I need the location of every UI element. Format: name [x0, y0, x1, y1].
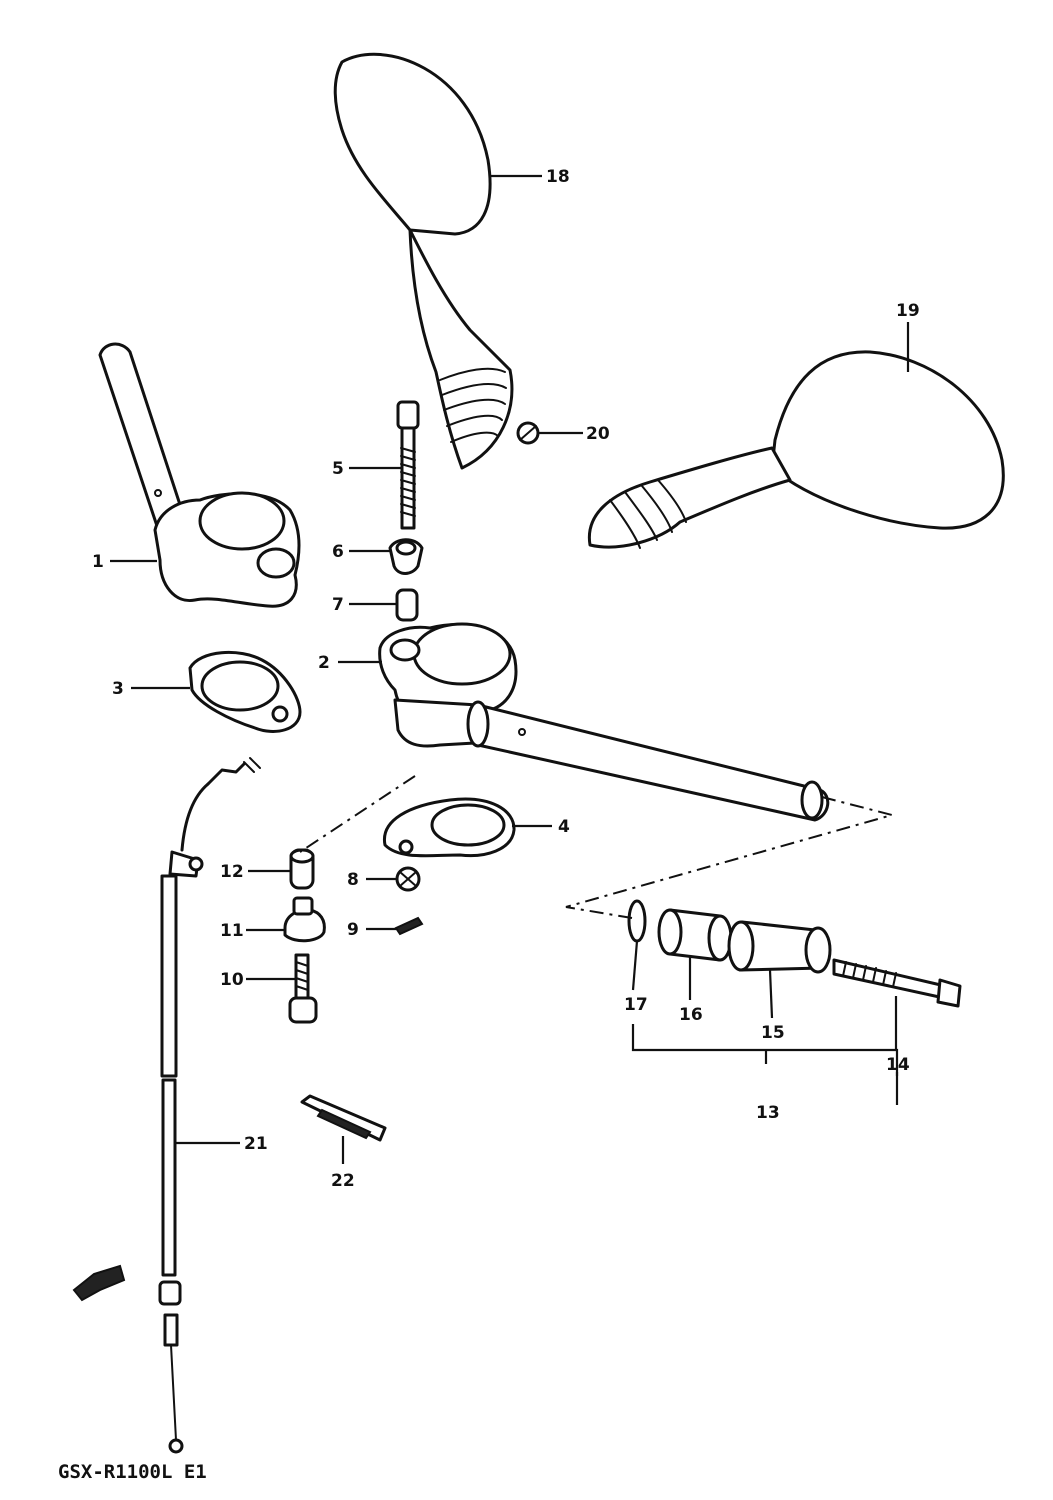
callout-4: 4: [558, 817, 570, 837]
bolt-5-part[interactable]: [396, 400, 420, 530]
handlebar-left-part[interactable]: [98, 342, 301, 608]
callout-17: 17: [624, 995, 648, 1015]
callout-20: 20: [586, 424, 610, 444]
callout-22: 22: [331, 1171, 355, 1191]
adjuster-11-part[interactable]: [283, 896, 326, 943]
callout-labels: 1 2 3 4 5 6 7 8 9 10 11 12 13 14 15 16 1…: [92, 167, 920, 1191]
washer-6-part[interactable]: [388, 538, 424, 575]
model-code: GSX-R1100L E1: [58, 1461, 207, 1483]
mirror-left-part[interactable]: [333, 52, 514, 470]
callout-14: 14: [886, 1055, 910, 1075]
weight-16-part[interactable]: [657, 908, 733, 962]
callout-7: 7: [332, 595, 344, 615]
spacer-right-part[interactable]: [383, 797, 516, 858]
front-arrow-icon: [72, 1264, 126, 1302]
callout-2: 2: [318, 653, 330, 673]
callout-11: 11: [220, 921, 244, 941]
callout-15: 15: [761, 1023, 785, 1043]
assembly-lines: [299, 775, 896, 919]
callout-1: 1: [92, 552, 104, 572]
collar-7-part[interactable]: [395, 588, 419, 622]
handlebar-right-part[interactable]: [378, 622, 830, 822]
callout-21: 21: [244, 1134, 268, 1154]
bracket-13: [631, 1024, 897, 1105]
cable-21-part[interactable]: [158, 757, 261, 1454]
mirror-right-part[interactable]: [587, 350, 1005, 549]
bolt-10-part[interactable]: [288, 953, 318, 1024]
collar-12-part[interactable]: [289, 848, 315, 890]
screw-20-part[interactable]: [516, 421, 540, 445]
spacer-left-part[interactable]: [188, 650, 302, 733]
callout-12: 12: [220, 862, 244, 882]
clip-9-part[interactable]: [394, 916, 424, 936]
callout-19: 19: [896, 301, 920, 321]
callout-5: 5: [332, 459, 344, 479]
callout-10: 10: [220, 970, 244, 990]
washer-17-part[interactable]: [627, 899, 647, 943]
screw-14-part[interactable]: [832, 958, 962, 1008]
callout-6: 6: [332, 542, 344, 562]
bar-end-15-part[interactable]: [727, 920, 832, 974]
leader-lines: [110, 174, 910, 1164]
nut-8-part[interactable]: [395, 866, 421, 892]
callout-18: 18: [546, 167, 570, 187]
callout-3: 3: [112, 679, 124, 699]
callout-8: 8: [347, 870, 359, 890]
callout-16: 16: [679, 1005, 703, 1025]
callout-13: 13: [756, 1103, 780, 1123]
callout-9: 9: [347, 920, 359, 940]
bracket-22-part[interactable]: [300, 1094, 387, 1142]
